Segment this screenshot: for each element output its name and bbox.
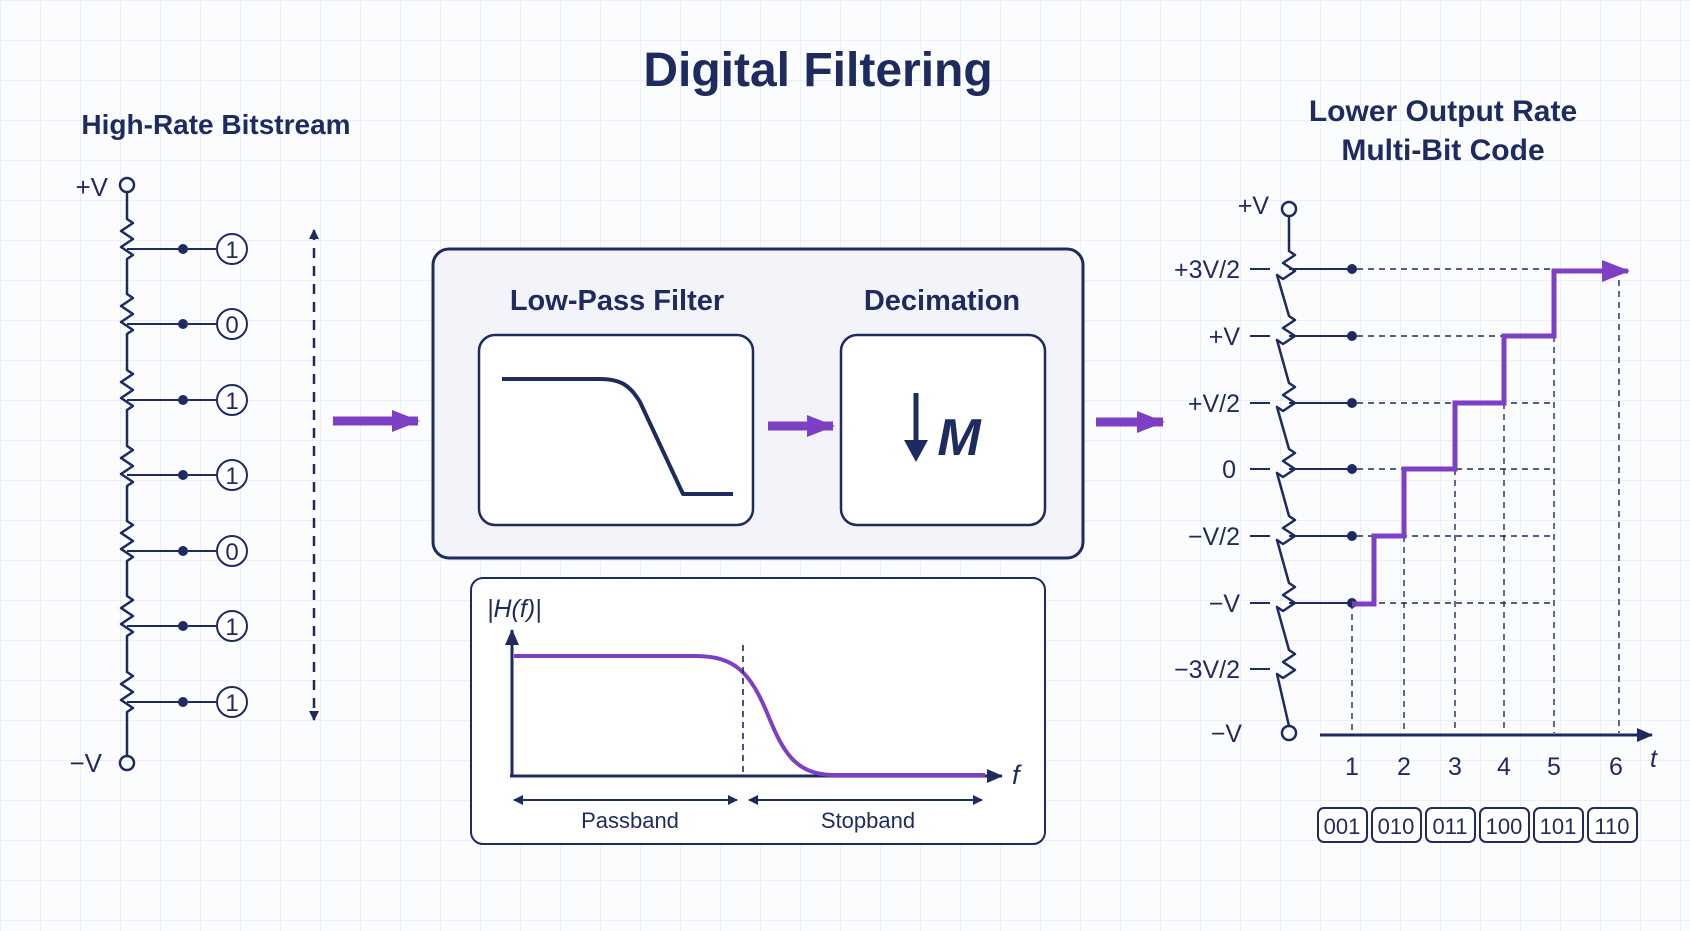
frequency-response-plot: |H(f)| f Passband Stopband	[470, 577, 1046, 845]
bit-node: 0	[127, 535, 248, 567]
response-ylabel: |H(f)|	[487, 595, 542, 623]
bit-value: 0	[225, 539, 238, 566]
level-label: −V/2	[1188, 523, 1240, 551]
lowpass-response-icon	[502, 377, 733, 496]
level-label: −V	[1211, 720, 1243, 748]
code-box: 100	[1479, 807, 1530, 843]
level-taps	[1289, 268, 1352, 604]
time-tick: 3	[1448, 753, 1462, 781]
response-xlabel: f	[1012, 760, 1022, 790]
time-tick: 1	[1345, 753, 1359, 781]
output-ladder-bottom-terminal	[1280, 724, 1298, 742]
bitstream-title: High-Rate Bitstream	[81, 109, 350, 140]
bit-value: 1	[225, 463, 238, 490]
decimation-factor: M	[937, 409, 982, 467]
bit-value: 1	[225, 388, 238, 415]
time-tick: 6	[1609, 753, 1623, 781]
code-box: 001	[1317, 807, 1368, 843]
bit-node: 0	[127, 308, 248, 340]
time-tick: 5	[1547, 753, 1561, 781]
level-label: +V/2	[1188, 390, 1240, 418]
output-title-line2: Multi-Bit Code	[1341, 134, 1544, 167]
response-frame	[470, 577, 1046, 845]
time-axis-label: t	[1650, 745, 1658, 773]
level-label: +V	[1238, 192, 1270, 220]
ladder-top-terminal	[118, 176, 136, 194]
code-box: 110	[1587, 807, 1638, 843]
ladder-top-label: +V	[75, 172, 108, 202]
level-label: 0	[1222, 456, 1236, 484]
lowpass-filter-box	[477, 333, 755, 527]
code-value: 110	[1594, 814, 1629, 839]
bit-value: 0	[225, 312, 238, 339]
bit-value: 1	[225, 614, 238, 641]
bit-node: 1	[127, 384, 248, 416]
level-label: +V	[1209, 323, 1241, 351]
multibit-output-panel: Lower Output Rate Multi-Bit Code +V +3V/…	[1174, 95, 1658, 843]
code-value: 100	[1486, 814, 1523, 839]
bit-value: 1	[225, 690, 238, 717]
output-ladder-top-terminal	[1280, 200, 1298, 218]
high-rate-bitstream-panel: High-Rate Bitstream +V −V 1 0 1	[69, 109, 350, 778]
time-tick: 2	[1397, 753, 1411, 781]
stopband-label: Stopband	[821, 808, 915, 833]
resistor-ladder	[119, 192, 135, 756]
level-ticks	[1250, 268, 1270, 670]
bit-node: 1	[127, 686, 248, 718]
staircase-output-waveform	[1352, 260, 1630, 607]
bit-node: 1	[127, 459, 248, 491]
code-box: 010	[1371, 807, 1422, 843]
bit-value: 1	[225, 237, 238, 264]
decimation-box	[839, 333, 1047, 527]
ladder-bottom-label: −V	[69, 748, 102, 778]
level-label: +3V/2	[1174, 256, 1240, 284]
output-title-line1: Lower Output Rate	[1309, 95, 1577, 128]
ladder-bottom-terminal	[118, 754, 136, 772]
down-arrow-icon	[904, 393, 928, 462]
level-dots	[1347, 264, 1357, 608]
level-label: −V	[1209, 590, 1241, 618]
output-resistor-ladder	[1275, 216, 1297, 727]
code-value: 011	[1432, 814, 1467, 839]
digital-filter-block: Low-Pass Filter Decimation M	[431, 247, 1085, 560]
lowpass-title: Low-Pass Filter	[510, 285, 724, 317]
page-title: Digital Filtering	[643, 44, 992, 97]
code-box: 011	[1425, 807, 1476, 843]
bit-node: 1	[127, 233, 248, 265]
decimation-title: Decimation	[864, 285, 1020, 317]
time-tick: 4	[1497, 753, 1511, 781]
passband-label: Passband	[581, 808, 679, 833]
code-box: 101	[1533, 807, 1584, 843]
vertical-guides	[1351, 269, 1620, 733]
code-value: 101	[1540, 814, 1577, 839]
bit-node: 1	[127, 610, 248, 642]
code-value: 010	[1378, 814, 1415, 839]
code-value: 001	[1324, 814, 1361, 839]
level-label: −3V/2	[1174, 656, 1240, 684]
response-curve	[514, 654, 985, 777]
